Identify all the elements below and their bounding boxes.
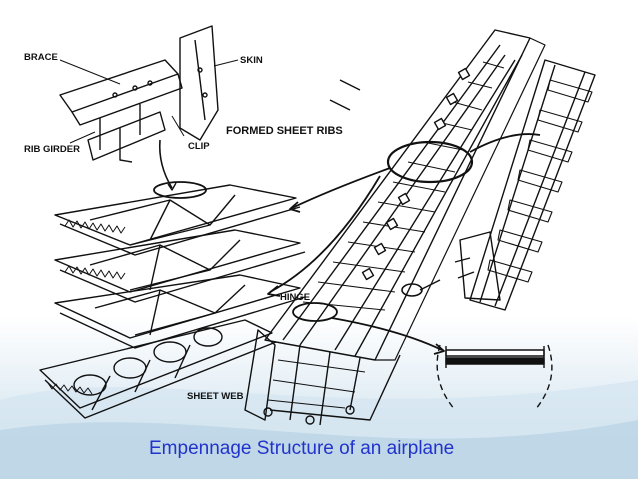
slide-caption: Empennage Structure of an airplane xyxy=(149,438,455,459)
label-clip: CLIP xyxy=(188,141,210,152)
rib-detail-drawing xyxy=(59,25,239,191)
hinge-section-drawing xyxy=(436,344,553,411)
diagram-labels: BRACE SKIN CLIP FORMED SHEET RIBS RIB GI… xyxy=(24,52,343,402)
label-hinge: HINGE xyxy=(280,292,310,303)
label-skin: SKIN xyxy=(240,55,263,66)
callout-arrows xyxy=(153,133,541,355)
formed-sheet-ribs-drawing xyxy=(39,184,306,419)
ladder-truss-drawing xyxy=(454,59,596,311)
label-rib-girder: RIB GIRDER xyxy=(24,144,80,155)
stabilizer-frame-drawing xyxy=(244,29,546,426)
label-formed-sheet-ribs: FORMED SHEET RIBS xyxy=(226,125,343,137)
label-brace: BRACE xyxy=(24,52,58,63)
label-sheet-web: SHEET WEB xyxy=(187,391,244,402)
